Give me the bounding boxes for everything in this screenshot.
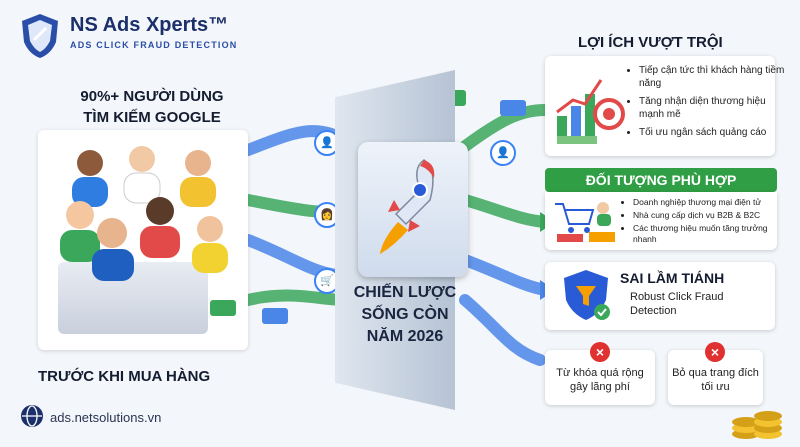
dollar-coins-icon bbox=[732, 411, 782, 439]
center-title-line2: SỐNG CÒN bbox=[361, 306, 449, 323]
pedestal bbox=[58, 262, 208, 334]
mistake-box-2: × Bỏ qua trang đích tối ưu bbox=[668, 342, 763, 405]
audience-item: Nhà cung cấp dịch vụ B2B & B2C bbox=[633, 210, 785, 221]
benefit-item: Tối ưu ngân sách quảng cáo bbox=[639, 126, 785, 139]
close-icon: × bbox=[590, 342, 610, 362]
footer-url[interactable]: ads.netsolutions.vn bbox=[50, 410, 162, 425]
card-icon bbox=[262, 308, 288, 324]
chart-target-icon bbox=[556, 79, 625, 144]
card-icon bbox=[210, 300, 236, 316]
left-headline-line2: TÌM KIẾM GOOGLE bbox=[83, 109, 221, 126]
benefit-item: Tiếp cận tức thì khách hàng tiềm năng bbox=[639, 64, 785, 90]
funnel-icon bbox=[576, 286, 596, 306]
close-icon: × bbox=[705, 342, 725, 362]
shop-icon bbox=[555, 202, 615, 242]
benefit-item: Tăng nhận diện thương hiệu mạnh mẽ bbox=[639, 95, 785, 121]
rocket-icon bbox=[380, 159, 435, 254]
card-icon bbox=[500, 100, 526, 116]
shield-logo-icon bbox=[22, 14, 58, 58]
mistake-item-1: Từ khóa quá rộng gây lãng phí bbox=[556, 367, 644, 393]
center-title: CHIẾN LƯỢC SỐNG CÒN NĂM 2026 bbox=[344, 282, 466, 348]
mistakes-title: SAI LẦM TIÁNH bbox=[620, 270, 725, 286]
left-headline: 90%+ NGƯỜI DÙNG TÌM KIẾM GOOGLE bbox=[62, 86, 242, 128]
audience-panel: Doanh nghiệp thương mại điện tử Nhà cung… bbox=[545, 192, 777, 250]
center-title-line3: NĂM 2026 bbox=[366, 328, 444, 345]
mistake-box-1: × Từ khóa quá rộng gây lãng phí bbox=[545, 342, 655, 405]
brand-subtitle: ADS CLICK FRAUD DETECTION bbox=[70, 40, 238, 50]
mistakes-subtitle: Robust Click Fraud Detection bbox=[630, 291, 724, 317]
globe-icon bbox=[21, 405, 43, 427]
user-icon-right: 👤 bbox=[490, 140, 516, 166]
audience-item: Doanh nghiệp thương mại điện tử bbox=[633, 197, 785, 208]
benefits-title: LỢI ÍCH VƯỢT TRỘI bbox=[578, 34, 723, 51]
people-group bbox=[60, 146, 228, 281]
shield-check-icon bbox=[564, 270, 610, 320]
center-title-line1: CHIẾN LƯỢC bbox=[353, 284, 457, 301]
mistake-item-2: Bỏ qua trang đích tối ưu bbox=[672, 367, 759, 393]
benefits-panel: Tiếp cận tức thì khách hàng tiềm năng Tă… bbox=[545, 56, 784, 156]
left-headline-line1: 90%+ NGƯỜI DÙNG bbox=[80, 88, 224, 105]
audience-title: ĐỐI TƯỢNG PHÙ HỢP bbox=[545, 168, 777, 192]
brand-title: NS Ads Xperts™ bbox=[70, 14, 229, 36]
left-caption: TRƯỚC KHI MUA HÀNG bbox=[38, 368, 211, 385]
audience-item: Các thương hiệu muốn tăng trưởng nhanh bbox=[633, 223, 785, 245]
